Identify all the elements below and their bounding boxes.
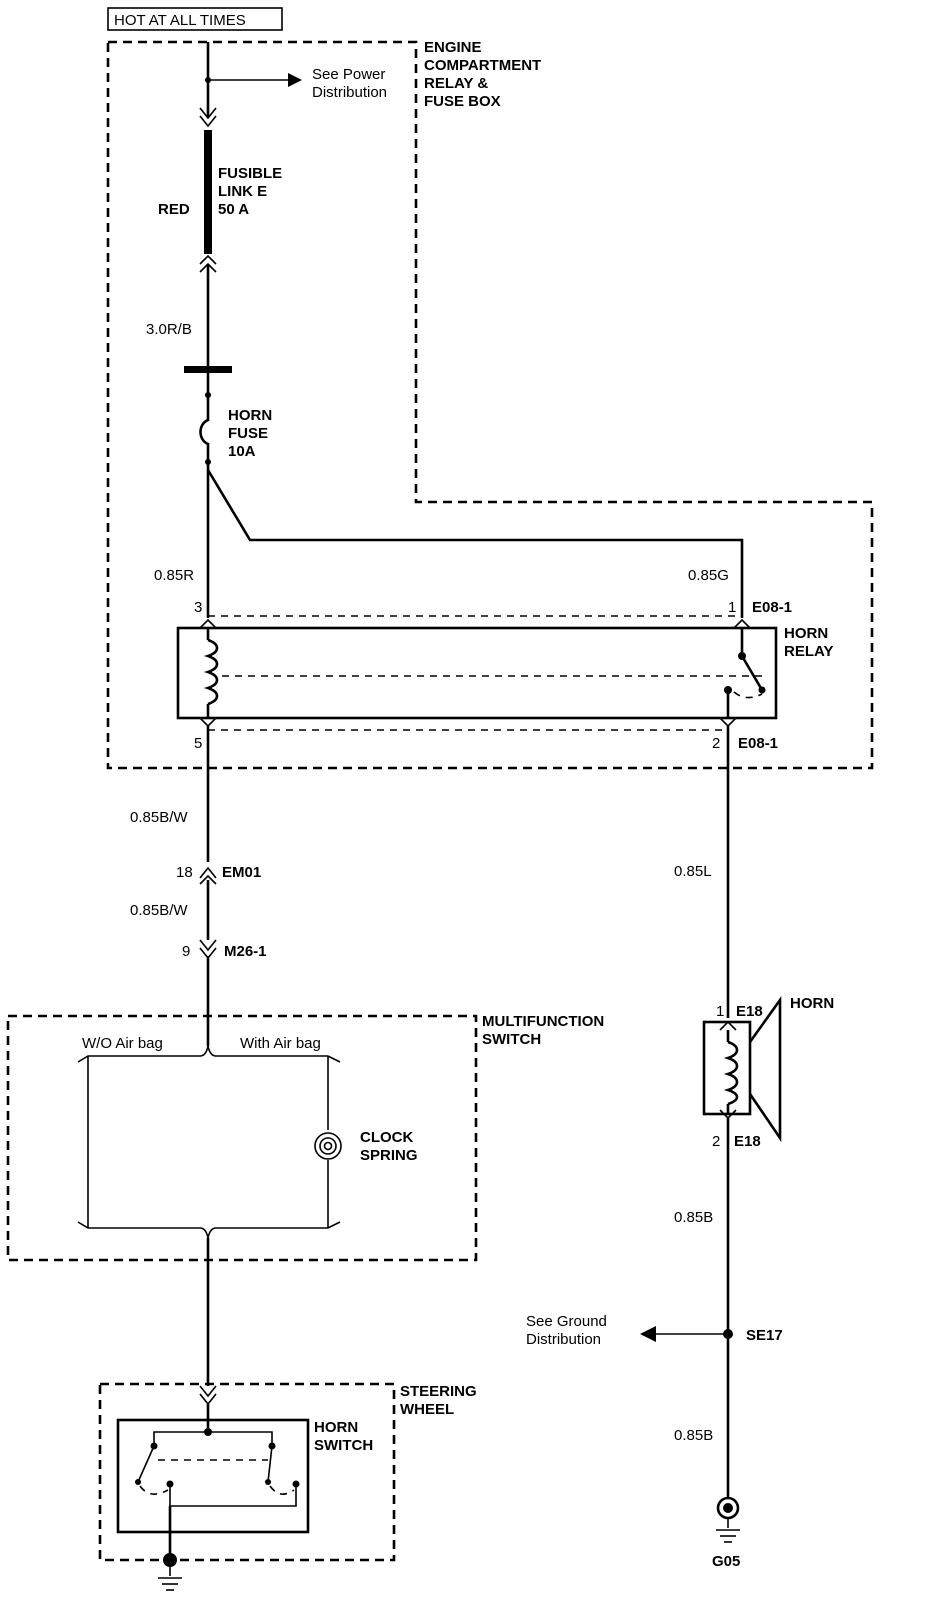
engine-compartment-label-2: COMPARTMENT	[424, 57, 541, 74]
horn-label: HORN	[790, 995, 834, 1012]
horn-fuse-label-2: FUSE	[228, 425, 268, 442]
horn-fuse-label-1: HORN	[228, 407, 272, 424]
splice-se17-label: SE17	[746, 1327, 783, 1344]
relay-coil	[203, 638, 219, 706]
em01-pin: 18	[176, 864, 193, 881]
engine-compartment-label-1: ENGINE	[424, 39, 482, 56]
relay-connector-bottom: E08-1	[738, 735, 778, 752]
horn-relay-body	[176, 626, 778, 720]
horn-switch-label-2: SWITCH	[314, 1437, 373, 1454]
horn-fuse-label-3: 10A	[228, 443, 256, 460]
relay-pin-1: 1	[728, 599, 736, 616]
wire-label-0-85r: 0.85R	[154, 567, 194, 584]
horn-switch-left-arm-end	[135, 1479, 141, 1485]
horn-pin-1: 1	[716, 1003, 724, 1020]
horn-bell	[748, 995, 782, 1143]
see-ground-distribution-label-1: See Ground	[526, 1313, 607, 1330]
horn-switch-left-arm	[137, 1445, 155, 1483]
multifunction-label-1: MULTIFUNCTION	[482, 1013, 604, 1030]
m26-connector-icon	[199, 939, 217, 960]
g05-ground-icon	[716, 1496, 740, 1543]
relay-contact-dashed-return	[733, 691, 763, 699]
relay-connector-top: E08-1	[752, 599, 792, 616]
steering-connector-icon	[199, 1385, 217, 1406]
multifunction-label-2: SWITCH	[482, 1031, 541, 1048]
relay-pin-3: 3	[194, 599, 202, 616]
relay-contact-arm	[740, 655, 764, 691]
power-distribution-arrow-icon	[288, 73, 302, 87]
relay-pin-2: 2	[712, 735, 720, 752]
horn-pin-2: 2	[712, 1133, 720, 1150]
engine-compartment-box-outline	[106, 40, 874, 770]
steering-wheel-outline	[98, 1382, 396, 1562]
m26-pin: 9	[182, 943, 190, 960]
horn-switch-left-dashed-arc	[139, 1485, 169, 1495]
ground-distribution-arrow-icon	[640, 1326, 656, 1342]
horn-connector-1: E18	[736, 1003, 763, 1020]
wire-label-0-85bw-1: 0.85B/W	[130, 809, 188, 826]
horn-relay-label-2: RELAY	[784, 643, 833, 660]
wire-label-0-85bw-2: 0.85B/W	[130, 902, 188, 919]
engine-compartment-label-3: RELAY &	[424, 75, 488, 92]
hot-at-all-times-box	[107, 7, 283, 31]
see-power-distribution-label-1: See Power	[312, 66, 385, 83]
engine-compartment-label-4: FUSE BOX	[424, 93, 501, 110]
em01-connector: EM01	[222, 864, 261, 881]
hot-at-all-times-label: HOT AT ALL TIMES	[114, 12, 246, 29]
horn-switch-right-dashed-arc	[269, 1485, 295, 1495]
horn-switch-label-1: HORN	[314, 1419, 358, 1436]
fusible-link-label-3: 50 A	[218, 201, 249, 218]
clock-spring-label-1: CLOCK	[360, 1129, 413, 1146]
wire-label-0-85b-1: 0.85B	[674, 1209, 713, 1226]
horn-relay-label-1: HORN	[784, 625, 828, 642]
fusible-link-top-connector-icon	[199, 107, 217, 128]
wire-label-3-0rb: 3.0R/B	[146, 321, 192, 338]
fusible-link-label-1: FUSIBLE	[218, 165, 282, 182]
wire-label-0-85b-2: 0.85B	[674, 1427, 713, 1444]
relay-pin3-chevron-icon	[199, 618, 217, 629]
ground-g05-label: G05	[712, 1553, 740, 1570]
clock-spring-icon	[314, 1132, 342, 1160]
horn-switch-bottom-bus	[169, 1484, 297, 1507]
see-power-distribution-label-2: Distribution	[312, 84, 387, 101]
fusible-link-wire-color: RED	[158, 201, 190, 218]
horn-switch-right-arm	[267, 1445, 273, 1483]
relay-pin1-wire	[206, 469, 744, 618]
steering-wheel-label-1: STEERING	[400, 1383, 477, 1400]
m26-connector: M26-1	[224, 943, 267, 960]
em01-connector-icon	[199, 866, 217, 885]
fuse-input-dot	[205, 392, 211, 398]
horn-connector-2: E18	[734, 1133, 761, 1150]
relay-pin1-chevron-icon	[733, 618, 751, 629]
horn-fuse-symbol	[199, 396, 210, 462]
fuse-bus-bar	[184, 366, 232, 373]
steering-wheel-label-2: WHEEL	[400, 1401, 454, 1418]
fusible-link-element	[204, 130, 212, 254]
wire-label-0-85g: 0.85G	[688, 567, 729, 584]
horn-switch-top-bus	[153, 1431, 273, 1446]
multifunction-bottom-merge	[77, 1221, 341, 1239]
relay-pin-5: 5	[194, 735, 202, 752]
horn-switch-right-arm-end	[265, 1479, 271, 1485]
power-splice-dot	[205, 77, 211, 83]
multifunction-top-branch	[77, 1045, 341, 1063]
wo-airbag-label: W/O Air bag	[82, 1035, 163, 1052]
steering-ground-icon	[158, 1553, 182, 1591]
multifunction-switch-outline	[6, 1014, 478, 1262]
relay-contact-end	[758, 686, 766, 694]
horn-switch-body	[116, 1418, 310, 1534]
fusible-link-label-2: LINK E	[218, 183, 267, 200]
wire-label-0-85l: 0.85L	[674, 863, 712, 880]
with-airbag-label: With Air bag	[240, 1035, 321, 1052]
horn-coil	[723, 1040, 739, 1106]
see-ground-distribution-label-2: Distribution	[526, 1331, 601, 1348]
clock-spring-label-2: SPRING	[360, 1147, 418, 1164]
